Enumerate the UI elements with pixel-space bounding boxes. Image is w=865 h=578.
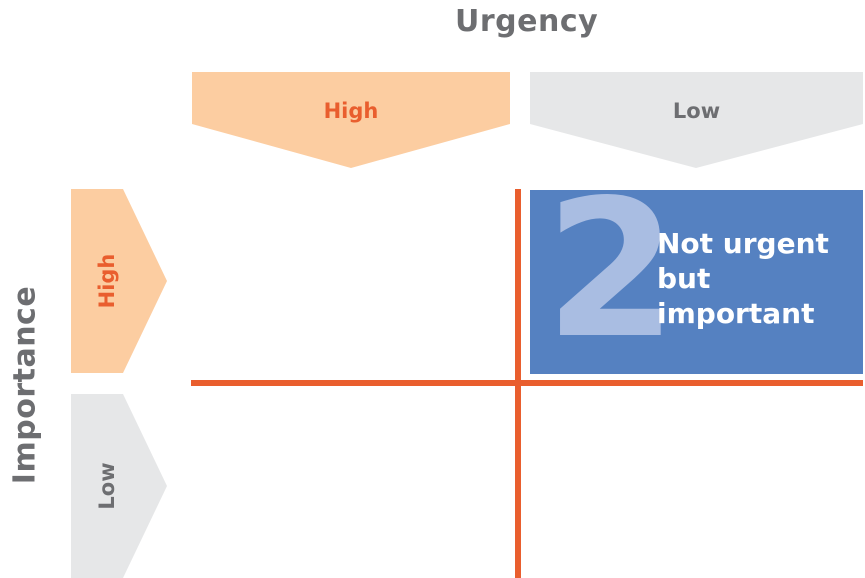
urgency-high-chevron-shape <box>192 72 510 168</box>
importance-low-chevron-shape <box>71 394 167 578</box>
quadrant-number: 2 <box>545 159 678 380</box>
quadrant-description-line-3: important <box>657 297 815 330</box>
horizontal-divider-line <box>191 380 863 386</box>
importance-high-chevron: High <box>71 189 167 373</box>
urgency-low-label: Low <box>672 99 721 123</box>
quadrant-description-line-1: Not urgent <box>657 227 829 260</box>
urgency-high-chevron: High <box>192 72 510 168</box>
urgency-axis-title: Urgency <box>455 4 599 39</box>
importance-axis-title: Importance <box>7 285 43 485</box>
urgency-low-chevron-shape <box>530 72 863 168</box>
quadrant-not-urgent-important <box>530 190 863 374</box>
quadrant-description-line-2: but <box>657 262 711 295</box>
quadrant-description: Not urgent but important <box>657 226 829 331</box>
importance-low-label: Low <box>95 462 119 510</box>
importance-low-chevron: Low <box>71 394 167 578</box>
importance-high-chevron-shape <box>71 189 167 373</box>
urgency-low-chevron: Low <box>530 72 863 168</box>
importance-high-label: High <box>95 253 119 309</box>
urgency-high-label: High <box>323 99 379 123</box>
